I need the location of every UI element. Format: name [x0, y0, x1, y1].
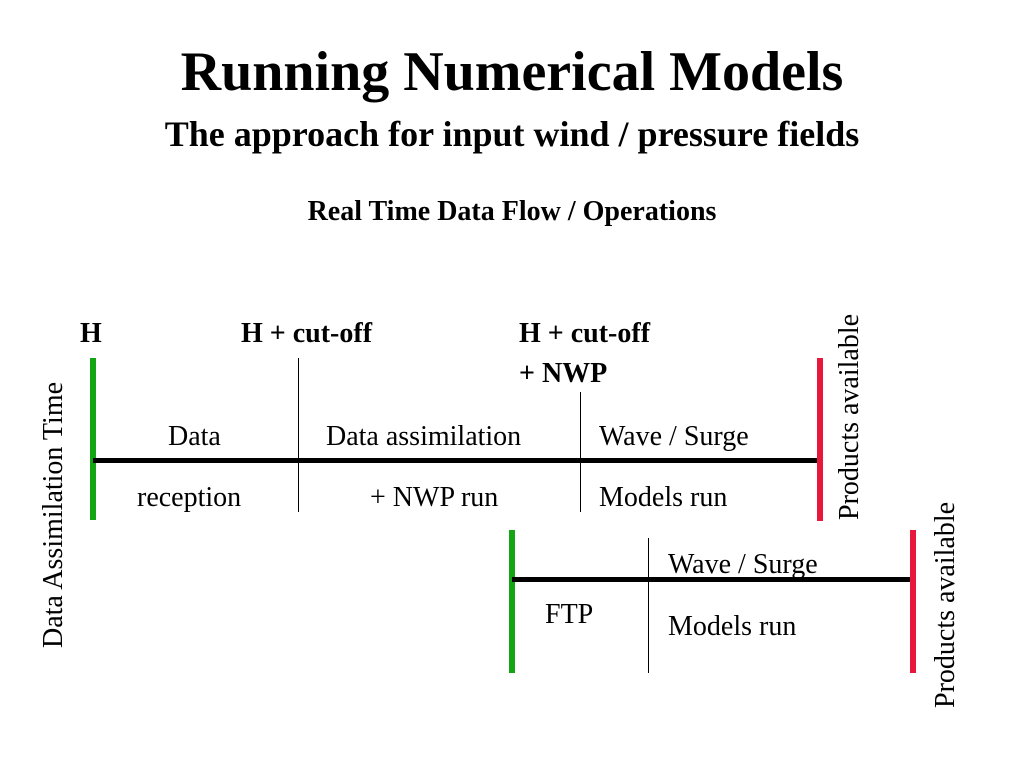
timeline1-products-available: Products available: [834, 313, 865, 520]
marker-h-cutoff-nwp-line1: H + cut-off: [519, 318, 651, 349]
timeline2-products-available: Products available: [930, 501, 961, 708]
timeline1-end-bar: [817, 358, 823, 521]
timeline2-seg2-bottom: Models run: [668, 611, 797, 642]
timeline1-seg2-top: Data assimilation: [326, 421, 522, 452]
timeline1-seg1-top: Data: [168, 421, 221, 452]
timeline1-divider-2: [580, 392, 581, 512]
marker-h-cutoff-nwp-line2: + NWP: [519, 358, 608, 389]
timeline2-start-bar: [509, 530, 515, 673]
timeline1-start-bar: [90, 358, 96, 520]
slide-title: Running Numerical Models: [180, 41, 844, 103]
marker-h: H: [80, 318, 102, 349]
timeline1-seg3-top: Wave / Surge: [599, 421, 749, 452]
timeline2-seg2-top: Wave / Surge: [668, 549, 818, 580]
slide-subtitle: The approach for input wind / pressure f…: [164, 114, 860, 154]
timeline2-divider: [648, 538, 649, 673]
timeline1-divider-1: [298, 358, 299, 512]
diagram-heading: Real Time Data Flow / Operations: [307, 196, 717, 227]
timeline2-axis: [512, 577, 912, 582]
timeline1-axis: [93, 458, 819, 463]
timeline1-seg3-bottom: Models run: [599, 482, 728, 513]
timeline1-seg2-bottom: + NWP run: [370, 482, 499, 513]
data-assimilation-time-label: Data Assimilation Time: [38, 381, 69, 648]
timeline1-seg1-bottom: reception: [137, 482, 242, 513]
timeline2-end-bar: [910, 530, 916, 673]
marker-h-cutoff: H + cut-off: [241, 318, 373, 349]
timeline2-seg1: FTP: [545, 599, 594, 630]
